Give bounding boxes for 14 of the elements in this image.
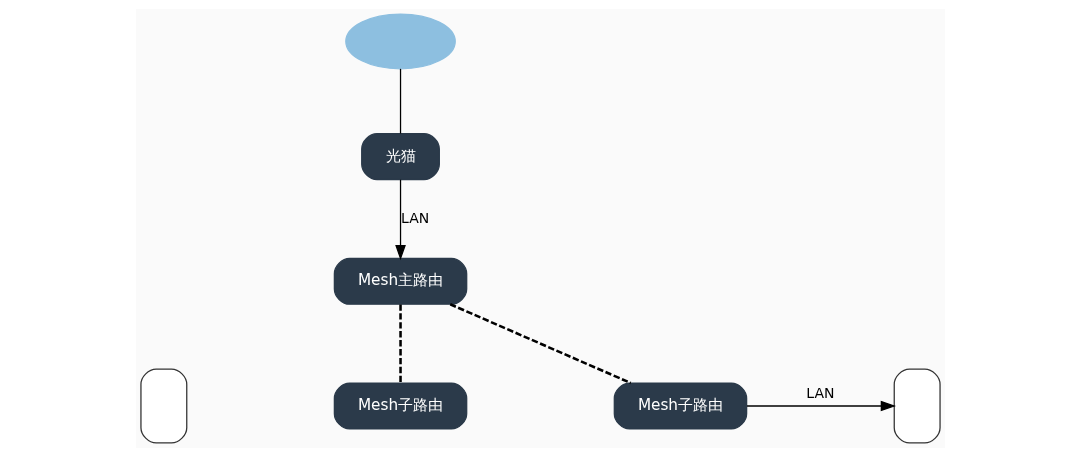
node-box xyxy=(893,367,941,444)
connector xyxy=(398,303,402,383)
edge-label: LAN xyxy=(805,384,835,401)
node-box xyxy=(139,367,187,444)
node-box: Mesh子路由 xyxy=(613,381,747,430)
edge-label: LAN xyxy=(400,209,429,226)
node-box: Mesh子路由 xyxy=(333,381,467,430)
arrow xyxy=(394,178,406,260)
connector xyxy=(399,67,401,134)
node-box: Mesh主路由 xyxy=(333,257,467,305)
connector xyxy=(449,302,631,384)
node-cloud xyxy=(344,12,456,69)
node-box: 光猫 xyxy=(360,132,440,180)
arrow xyxy=(745,400,896,411)
